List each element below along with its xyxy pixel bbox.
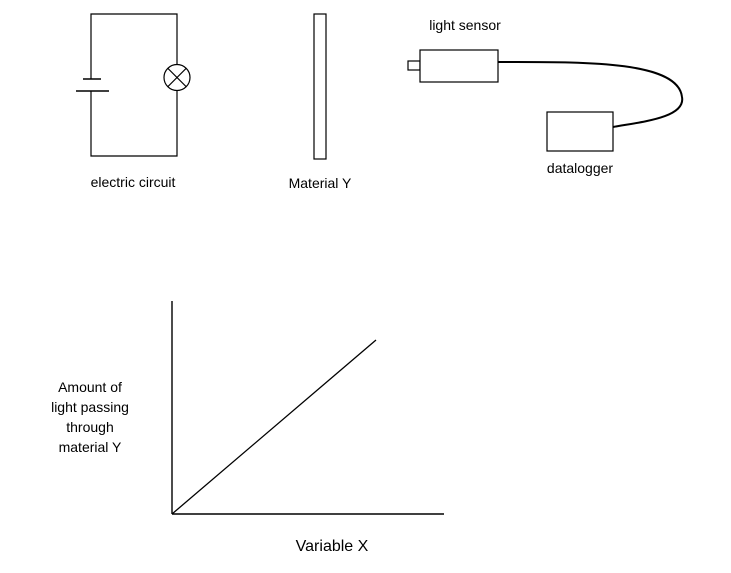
circuit-wire <box>90 13 178 79</box>
circuit-wire <box>90 91 178 157</box>
y-axis-label-line: light passing <box>51 399 129 415</box>
electric-circuit-label: electric circuit <box>90 174 176 190</box>
datalogger-label: datalogger <box>546 160 614 176</box>
material-y-sheet <box>313 13 327 160</box>
x-axis-label: Variable X <box>295 538 369 555</box>
y-axis-label: Amount of light passing through material… <box>20 377 160 457</box>
graph <box>171 301 444 515</box>
data-line <box>171 339 377 515</box>
sensor-tip <box>407 60 421 71</box>
sensor-cable <box>497 60 684 128</box>
y-axis-label-line: Amount of <box>58 379 122 395</box>
y-axis-label-line: through <box>66 419 114 435</box>
light-sensor <box>407 49 499 83</box>
lamp-icon <box>163 63 191 92</box>
sensor-body <box>419 49 499 83</box>
y-axis-label-line: material Y <box>58 439 122 455</box>
electric-circuit <box>76 13 191 157</box>
datalogger-box <box>546 111 614 152</box>
light-sensor-label: light sensor <box>429 17 501 33</box>
material-y-label: Material Y <box>288 175 352 191</box>
